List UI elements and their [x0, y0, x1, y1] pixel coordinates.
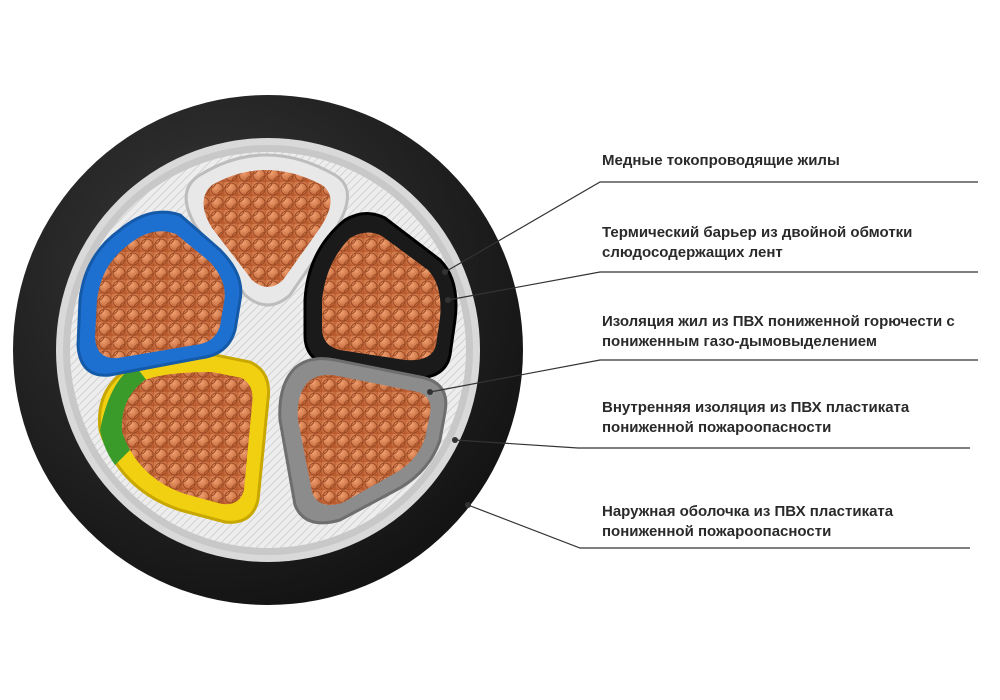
- label-line: пониженным газо-дымовыделением: [602, 333, 877, 350]
- leader-line-1: [444, 181, 978, 273]
- label-line: Наружная оболочка из ПВХ пластиката: [602, 503, 894, 520]
- label-copper-conductors: Медные токопроводящие жилы: [602, 151, 840, 171]
- label-line: пониженной пожароопасности: [602, 419, 832, 436]
- leader-line-2: [447, 271, 978, 301]
- leader-dot-5: [465, 502, 471, 508]
- leader-dot-3: [427, 389, 433, 395]
- label-line: Медные токопроводящие жилы: [602, 152, 840, 169]
- copper-conductor: [95, 231, 225, 359]
- core-grey: [278, 357, 448, 525]
- label-line: Изоляция жил из ПВХ пониженной горючести…: [602, 313, 955, 330]
- core-black: [303, 212, 458, 380]
- leader-lines: [429, 181, 978, 549]
- label-inner-insulation: Внутренняя изоляция из ПВХ пластиката по…: [602, 398, 909, 438]
- label-line: слюдосодержащих лент: [602, 244, 783, 261]
- label-line: Термический барьер из двойной обмотки: [602, 224, 913, 241]
- copper-conductor: [297, 374, 431, 505]
- leader-line-5: [467, 504, 970, 549]
- leader-dot-1: [442, 269, 448, 275]
- label-line: пониженной пожароопасности: [602, 523, 832, 540]
- core-blue: [76, 210, 243, 377]
- leader-line-4: [454, 439, 970, 449]
- label-outer-sheath: Наружная оболочка из ПВХ пластиката пони…: [602, 502, 893, 542]
- label-core-insulation: Изоляция жил из ПВХ пониженной горючести…: [602, 312, 955, 352]
- label-line: Внутренняя изоляция из ПВХ пластиката: [602, 399, 910, 416]
- leader-line-3: [429, 359, 978, 393]
- copper-conductor: [203, 170, 331, 287]
- core-yellow-green: [97, 353, 271, 524]
- label-thermal-barrier: Термический барьер из двойной обмотки сл…: [602, 223, 912, 263]
- leader-dot-2: [445, 297, 451, 303]
- leader-dot-4: [452, 437, 458, 443]
- copper-conductor: [322, 232, 441, 361]
- copper-conductor: [121, 372, 253, 505]
